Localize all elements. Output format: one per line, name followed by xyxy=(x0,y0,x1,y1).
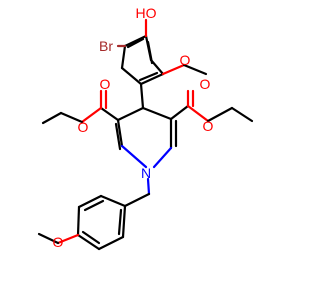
bond-left-ethyl-1 xyxy=(59,111,84,124)
bond-right-ethyl-1 xyxy=(206,106,234,123)
bond-top-ring-c3-c4 xyxy=(120,44,127,70)
bond-n-benzyl xyxy=(146,177,151,196)
bond-top-ring-c5-c6 xyxy=(139,72,165,86)
ring-nitrogen-label: N xyxy=(141,165,151,181)
bond-bottom-methoxy-o xyxy=(56,233,80,245)
right-ester-ether-oxygen-label: O xyxy=(203,118,214,134)
bond-top-methoxy-methyl xyxy=(182,63,208,76)
molecule-structure-diagram: HO Br O O O O O N O xyxy=(37,5,254,251)
bond-aryl-to-dhp xyxy=(139,82,145,110)
bond-bottom-ring-inner-1 xyxy=(83,199,105,212)
bonds xyxy=(37,18,254,251)
bond-bottom-ring-c5-c6 xyxy=(97,235,125,251)
bond-right-ester-ether xyxy=(186,104,210,123)
bond-bottom-ring-c4-c5 xyxy=(76,233,101,251)
right-ester-carbonyl-oxygen-label: O xyxy=(200,76,211,92)
bond-top-ring-c4-c5 xyxy=(120,66,143,86)
bond-left-ester-carbon xyxy=(99,106,120,122)
bond-benzyl-to-ring xyxy=(123,192,151,208)
bond-dhp-c2-n xyxy=(120,144,148,169)
bottom-methoxy-oxygen-label: O xyxy=(53,234,64,250)
bond-bottom-ring-c3-c4 xyxy=(76,205,81,237)
bond-dhp-c4-c3 xyxy=(116,106,145,122)
left-ester-ether-oxygen-label: O xyxy=(78,119,89,135)
bond-top-ring-inner-1 xyxy=(126,37,145,49)
hydroxyl-label: HO xyxy=(136,5,157,21)
bond-dhp-c3-c2 xyxy=(116,118,124,148)
bond-right-ester-carbon xyxy=(169,104,190,121)
bond-dhp-c4-c5 xyxy=(141,106,173,121)
bond-bottom-ring-c1-c2 xyxy=(99,194,127,208)
bond-top-ring-inner-3 xyxy=(146,40,154,65)
bond-left-ethyl-2 xyxy=(41,111,63,125)
bond-right-ethyl-2 xyxy=(230,106,254,123)
left-ester-carbonyl-oxygen-label: O xyxy=(100,76,111,92)
bond-left-ester-ether xyxy=(80,106,103,124)
bond-top-ring-inner-2 xyxy=(138,71,159,82)
bond-bottom-ring-inner-2 xyxy=(81,230,101,245)
bond-bottom-ring-c2-c3 xyxy=(77,194,103,209)
bromine-label: Br xyxy=(99,38,113,54)
bond-top-ring-c6-c1 xyxy=(149,58,165,76)
bond-top-methoxy-o xyxy=(161,63,186,76)
atom-labels: HO Br O O O O O N O xyxy=(53,5,214,250)
bond-bottom-ring-c6-c1 xyxy=(121,204,127,239)
bond-bottom-ring-inner-3 xyxy=(117,208,123,236)
bond-bottom-methoxy-methyl xyxy=(37,232,60,245)
bond-top-ring-c2-c3 xyxy=(123,34,148,48)
bond-dhp-c6-n xyxy=(152,146,173,169)
top-methoxy-oxygen-label: O xyxy=(180,52,191,68)
bond-dhp-c2-inner xyxy=(114,122,122,151)
